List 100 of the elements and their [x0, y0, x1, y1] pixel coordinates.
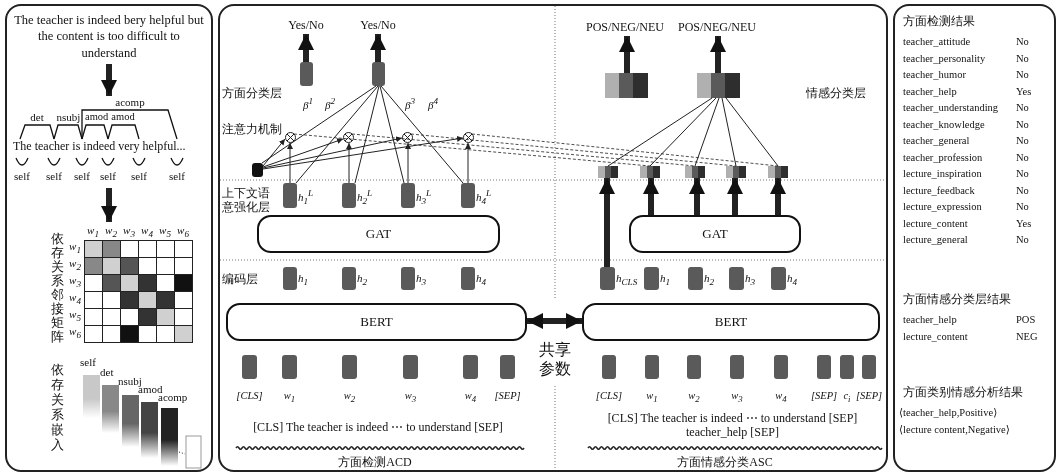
- token-label: w$_{2}$: [342, 390, 357, 405]
- token-embedding: [774, 355, 788, 379]
- token-embedding: [602, 355, 616, 379]
- token-embedding: [403, 355, 418, 379]
- arrow: [727, 178, 743, 215]
- hidden-vector: [401, 267, 415, 290]
- connector-line: [649, 97, 717, 167]
- sentiment-vector: [605, 73, 648, 98]
- bert-module: BERT: [226, 303, 527, 341]
- matrix-header: w$_{3}$: [122, 224, 136, 241]
- arrow: [619, 36, 635, 73]
- result-value: No: [1016, 168, 1030, 181]
- arrow: [101, 188, 117, 222]
- vertical-heading: 依存关系邻接矩阵: [49, 232, 65, 344]
- token-label: w$_{1}$: [645, 390, 659, 405]
- result-value: Yes: [1016, 85, 1033, 99]
- arrow: [262, 138, 286, 167]
- arrow: [298, 34, 314, 62]
- matrix-header: w$_{5}$: [158, 224, 172, 241]
- layer-label: 方面分类层: [222, 86, 283, 101]
- vector-label: h$_{3}$: [745, 272, 756, 288]
- vector-label: h$_{4}$: [476, 272, 487, 288]
- panel-frame: [5, 4, 213, 472]
- aspect-name: teacher_understanding: [903, 102, 1000, 115]
- arrow: [346, 142, 352, 184]
- token-embedding: [282, 355, 297, 379]
- panel-frame: [218, 4, 888, 472]
- classifier-vector: [300, 62, 313, 86]
- classifier-vector: [372, 62, 385, 86]
- hidden-vector: [644, 267, 659, 290]
- token-label: w$_{1}$: [282, 390, 297, 405]
- arrow: [262, 135, 464, 170]
- hidden-vector: [461, 267, 475, 290]
- section-heading: 方面检测结果: [903, 14, 976, 29]
- aspect-name: lecture_feedback: [903, 184, 976, 198]
- connector-line: [380, 85, 464, 184]
- task-title: 方面检测ACD: [337, 455, 413, 470]
- sentiment-vector: [768, 166, 788, 178]
- token-embedding: [862, 355, 876, 379]
- output-label: Yes/No: [355, 18, 401, 34]
- hidden-vector: [401, 183, 415, 208]
- arrow: [689, 178, 705, 215]
- hidden-vector: [342, 183, 356, 208]
- vector-label: h$_{4}$: [787, 272, 798, 288]
- aspect-name: teacher_personality: [903, 52, 987, 66]
- dependency-label: det: [29, 111, 45, 125]
- hidden-vector: [729, 267, 744, 290]
- token-label: [SEP]: [809, 390, 839, 401]
- vector-label: h$_{1}$: [660, 272, 671, 288]
- self-loop-label: self: [45, 170, 63, 184]
- arrow: [643, 178, 659, 215]
- result-value: No: [1016, 135, 1030, 148]
- aspect-name: lecture_content: [903, 217, 969, 231]
- multiply-operator: [463, 132, 474, 143]
- token-label: [SEP]: [854, 390, 884, 401]
- connector-line: [721, 97, 737, 167]
- token-embedding: [840, 355, 854, 379]
- matrix-header: w$_{4}$: [140, 224, 154, 241]
- token-embedding: [500, 355, 515, 379]
- gat-module: GAT: [257, 215, 500, 253]
- hidden-vector: [342, 267, 356, 290]
- relation-label: self: [80, 356, 97, 370]
- attention-weight-label: β$^{4}$: [428, 96, 440, 112]
- task-title: 方面情感分类ASC: [676, 455, 774, 470]
- self-loop-label: self: [13, 170, 31, 184]
- connector-line: [295, 85, 379, 184]
- result-value: No: [1016, 151, 1030, 165]
- arrow: [370, 34, 386, 62]
- aspect-name: lecture_content: [903, 331, 969, 344]
- token-embedding: [242, 355, 257, 379]
- token-label: w$_{3}$: [403, 390, 418, 405]
- aspect-name: teacher_profession: [903, 151, 984, 165]
- output-label: POS/NEG/NEU: [670, 20, 764, 36]
- connector-line: [379, 85, 405, 184]
- aspect-name: lecture_general: [903, 234, 969, 247]
- result-tuple: ⟨lecture content,Negative⟩: [899, 424, 1011, 437]
- dashed-line: [293, 133, 651, 167]
- result-value: No: [1016, 201, 1030, 214]
- arrow: [287, 142, 293, 184]
- input-sentence: [CLS] The teacher is indeed ⋯ to understand [SEP] teacher_help [SEP]: [606, 411, 859, 440]
- result-tuple: ⟨teacher_help,Positive⟩: [899, 407, 999, 420]
- token-embedding: [687, 355, 701, 379]
- input-sentence: [CLS] The teacher is indeed ⋯ to understand [SEP]: [252, 420, 504, 435]
- gat-module: GAT: [629, 215, 801, 253]
- vector-label: h$_{CLS}$: [616, 272, 638, 288]
- connector-line: [607, 97, 713, 167]
- self-loop-label: self: [168, 170, 186, 184]
- multiply-operator: [343, 132, 354, 143]
- dashed-line: [351, 133, 696, 167]
- dependency-label: acomp: [114, 96, 146, 110]
- hidden-vector: [600, 267, 615, 290]
- token-embedding: [730, 355, 744, 379]
- matrix-header: w$_{1}$: [68, 240, 82, 257]
- sentiment-vector: [726, 166, 746, 178]
- section-heading: 方面类别情感分析结果: [903, 385, 1024, 400]
- dependency-label: nsubj: [55, 111, 82, 125]
- sentiment-vector: [640, 166, 660, 178]
- token-label: w$_{3}$: [730, 390, 744, 405]
- arrow: [465, 142, 471, 184]
- arrow: [262, 136, 403, 169]
